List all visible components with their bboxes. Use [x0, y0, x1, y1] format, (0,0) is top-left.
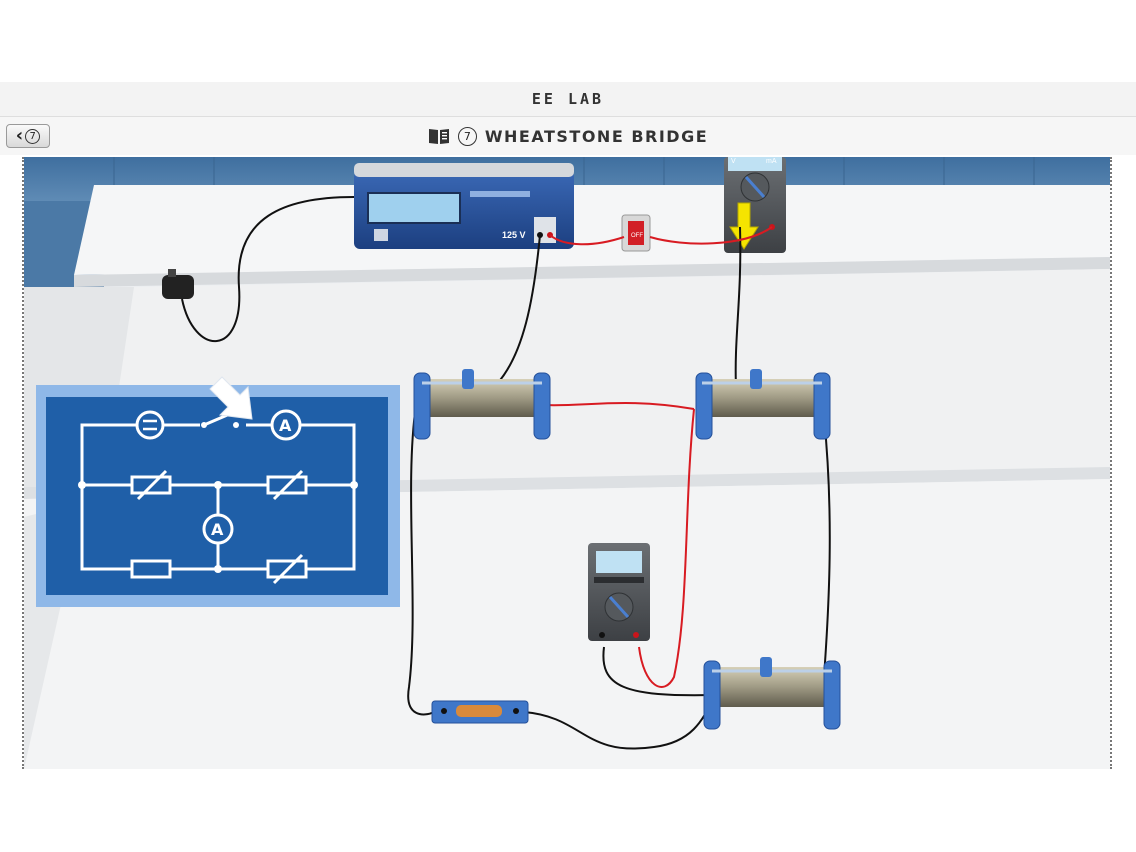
fixed-resistor[interactable]: [431, 700, 529, 724]
svg-text:A: A: [279, 416, 292, 435]
lab-scene[interactable]: 125 V OFF V mA: [22, 157, 1112, 769]
back-lesson-number: 7: [25, 128, 41, 144]
milliamp-label: mA: [766, 158, 777, 165]
power-supply[interactable]: 125 V: [354, 163, 574, 249]
power-supply-display: 125 V: [502, 230, 526, 240]
rheostat-top-right[interactable]: [695, 369, 831, 440]
chevron-left-icon: ‹: [15, 125, 24, 146]
galvanometer-center[interactable]: [588, 543, 650, 641]
app-title: EE LAB: [531, 90, 605, 108]
lesson-header: 7 WHEATSTONE BRIDGE: [428, 126, 709, 146]
switch-label: OFF: [631, 233, 643, 239]
lesson-title: WHEATSTONE BRIDGE: [484, 126, 709, 146]
power-plug: [162, 269, 194, 299]
volt-label: V: [731, 158, 736, 165]
rheostat-top-left[interactable]: [413, 369, 551, 440]
title-bar: EE LAB: [0, 82, 1136, 117]
pointer-arrow-icon: [209, 376, 253, 420]
power-switch[interactable]: OFF: [621, 214, 651, 252]
ammeter-top[interactable]: V mA: [724, 157, 786, 253]
circuit-schematic: A A: [36, 376, 400, 607]
navigation-bar: ‹ 7 7 WHEATSTONE BRIDGE: [0, 117, 1136, 155]
svg-text:A: A: [211, 520, 224, 539]
book-icon: [428, 129, 449, 144]
lab-scene-canvas: 125 V OFF V mA: [24, 157, 1110, 769]
source-symbol: [135, 410, 165, 440]
lesson-number: 7: [457, 126, 477, 146]
back-button[interactable]: ‹ 7: [6, 124, 50, 148]
rheostat-bottom-right[interactable]: [703, 657, 841, 730]
